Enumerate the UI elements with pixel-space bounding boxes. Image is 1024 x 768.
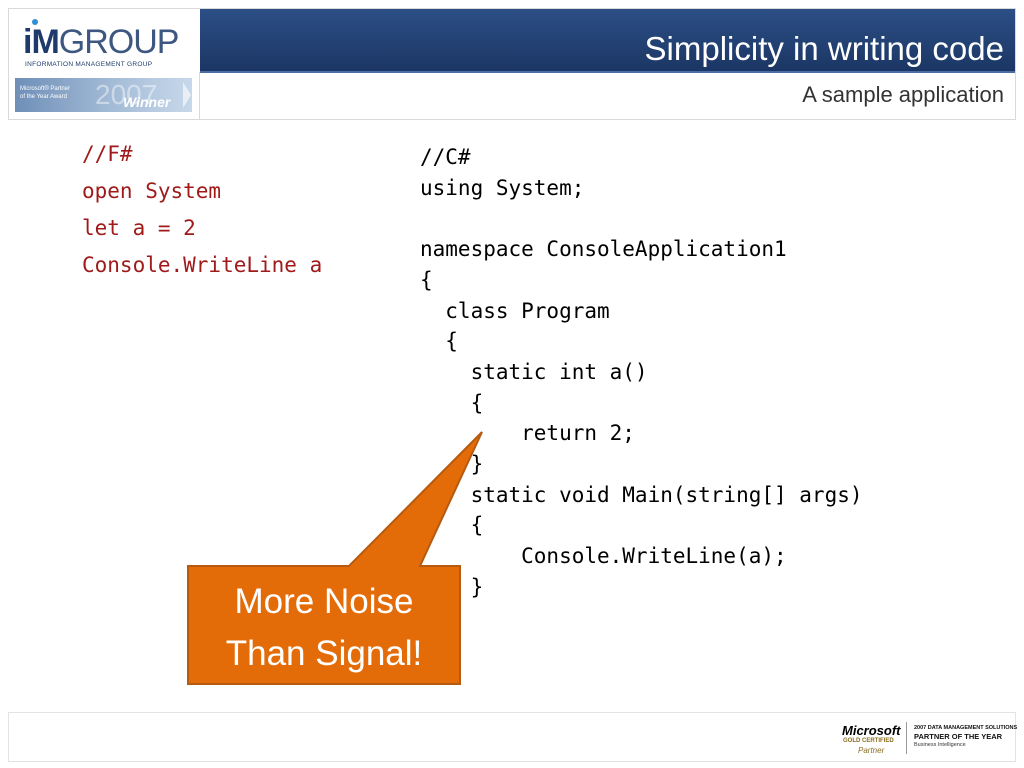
callout-line-2: Than Signal! <box>225 633 423 673</box>
microsoft-logo: Microsoft <box>842 723 901 738</box>
slide-subtitle: A sample application <box>802 82 1004 107</box>
company-logo: iMGROUP INFORMATION MANAGEMENT GROUP <box>9 9 199 71</box>
logo-wordmark: iMGROUP <box>23 23 179 61</box>
fsharp-code-sample: //F# open System let a = 2 Console.Write… <box>82 142 323 277</box>
award-winner-label: Winner <box>123 94 171 110</box>
header-divider <box>199 72 200 119</box>
gold-certified-label: GOLD CERTIFIED <box>843 738 894 744</box>
award-year: 2007 <box>95 79 158 110</box>
callout-text: More Noise Than Signal! <box>188 571 460 684</box>
footer-frame <box>8 712 1016 762</box>
logo-dot-icon <box>32 19 38 25</box>
award-arrow-icon <box>183 82 191 108</box>
footer-award-line-2: PARTNER OF THE YEAR <box>914 732 1003 741</box>
footer-award-line-3: Business Intelligence <box>914 742 966 748</box>
title-bar-underline <box>200 71 1015 73</box>
award-badge: 2007 Microsoft® Partner of the Year Awar… <box>15 78 192 112</box>
title-bar: Simplicity in writing code <box>200 9 1015 73</box>
slide-title: Simplicity in writing code <box>644 30 1004 67</box>
csharp-code-sample: //C# using System; namespace ConsoleAppl… <box>420 145 863 661</box>
callout-line-1: More Noise <box>234 581 414 621</box>
footer-award-line-1: 2007 DATA MANAGEMENT SOLUTIONS <box>914 725 1018 731</box>
partner-label: Partner <box>858 746 885 755</box>
award-text: Microsoft® Partner of the Year Award <box>20 86 71 100</box>
footer-divider <box>906 722 907 754</box>
header-frame <box>8 8 1016 120</box>
logo-tagline: INFORMATION MANAGEMENT GROUP <box>25 61 153 68</box>
